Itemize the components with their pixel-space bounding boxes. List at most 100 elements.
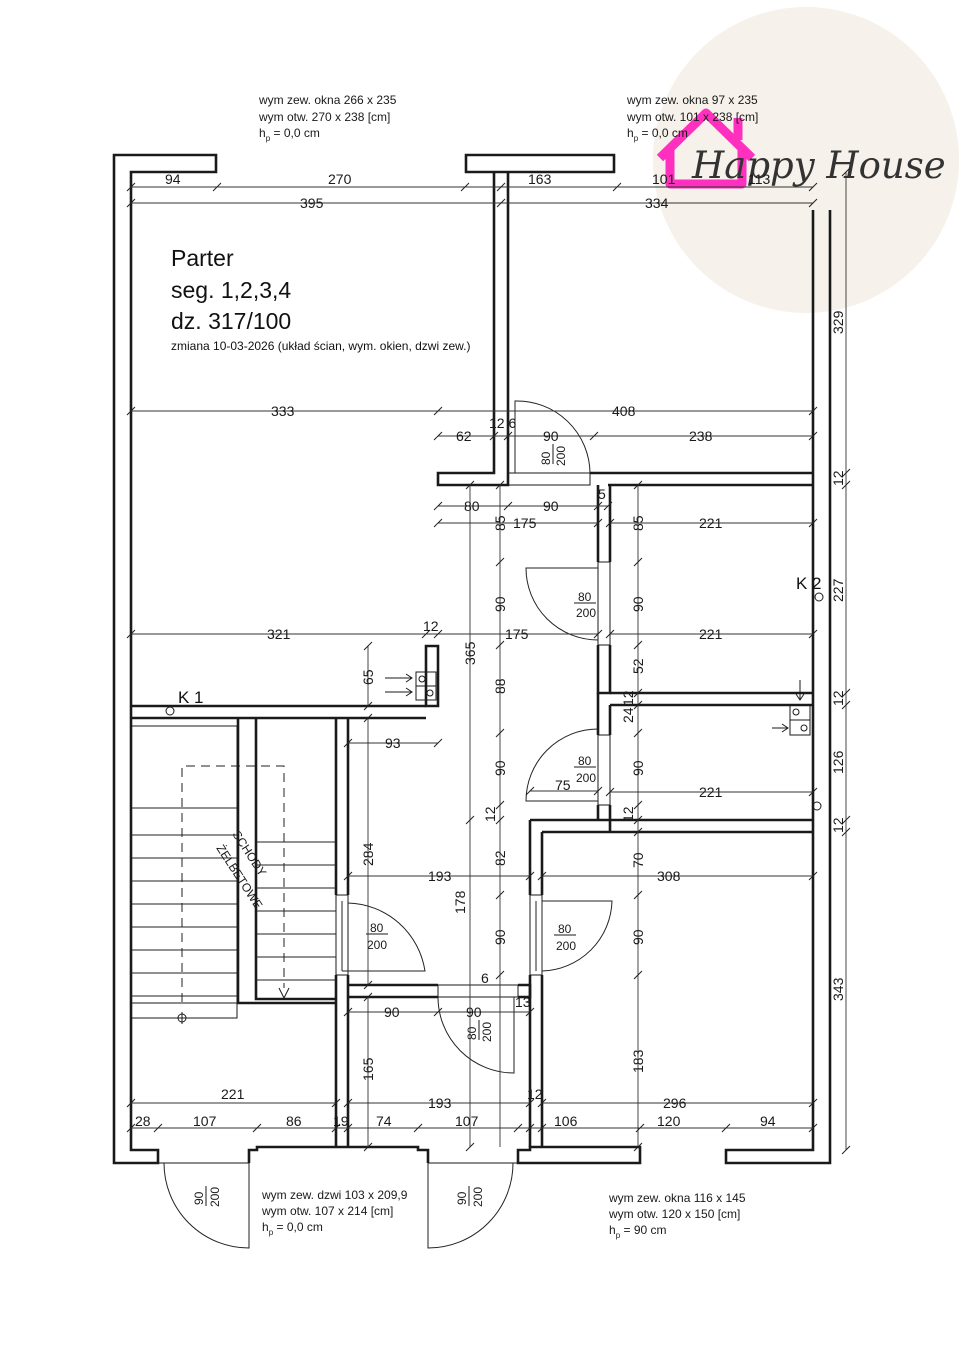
door-8-entrance: 90 200 [427, 1162, 514, 1249]
dimension-label: 178 [452, 890, 468, 914]
dimension-label: 52 [630, 658, 646, 674]
dimension-label: 395 [300, 195, 324, 211]
dimension-label: 12 [527, 1086, 543, 1102]
dimension-label: 12 [423, 618, 439, 634]
dimension-label: 200 [208, 1187, 222, 1207]
dimension-label: 200 [554, 446, 568, 466]
dimension-label: 12 [620, 690, 636, 706]
dimension-label: 238 [689, 428, 713, 444]
dimension-label: 80 [558, 922, 572, 936]
dimension-label: 165 [360, 1057, 376, 1081]
k2-marker [814, 592, 824, 602]
door-2: 80 200 [525, 561, 611, 646]
dimension-label: 296 [663, 1095, 687, 1111]
dimension-label: 12 6 [489, 415, 516, 431]
staircase: SCHODY ŻELBETOWE [130, 725, 336, 1024]
note-window-bottom: wym zew. okna 116 x 145 wym otw. 120 x 1… [608, 1191, 746, 1240]
dimension-label: 90 [630, 929, 646, 945]
dimension-label: 90 [492, 929, 508, 945]
label-k1: K 1 [178, 688, 204, 707]
dimension-label: 90 [492, 760, 508, 776]
title-line: dz. 317/100 [171, 308, 291, 334]
dimension-label: 88 [492, 678, 508, 694]
dimension-label: 163 [528, 171, 552, 187]
door-4: 80 200 [335, 894, 426, 976]
dimension-label: 200 [576, 771, 596, 785]
dimension-label: 24 [620, 707, 636, 723]
dimension-label: 85 [492, 515, 508, 531]
dimension-label: 90 [466, 1004, 482, 1020]
house-icon [656, 108, 756, 189]
dimension-label: 80 [370, 921, 384, 935]
dimension-label: 126 [830, 750, 846, 774]
dimension-label: 221 [221, 1086, 245, 1102]
dimension-label: 113 [748, 171, 771, 187]
door-7-entrance: 90 200 [163, 1162, 250, 1249]
dimension-ticks [126, 167, 851, 1155]
vent-symbol-right [772, 680, 811, 736]
dimension-label: 90 [455, 1191, 469, 1205]
dimension-label: 12 [830, 817, 846, 833]
dimension-label: 343 [830, 977, 846, 1001]
dimension-label: 221 [699, 784, 723, 800]
logo-text: Happy House [691, 144, 946, 187]
dimension-label: 12 [830, 470, 846, 486]
dimension-label: 6 [481, 970, 489, 986]
k3-marker [812, 801, 822, 811]
dimension-label: 94 [165, 171, 181, 187]
note-line: wym zew. okna 97 x 235 [626, 93, 758, 107]
dimension-label: 183 [630, 1049, 646, 1073]
dimension-label: 90 [630, 760, 646, 776]
dimension-label: 80 [578, 754, 592, 768]
note-window-top-left: wym zew. okna 266 x 235 wym otw. 270 x 2… [258, 93, 397, 143]
dimension-label: 200 [367, 938, 387, 952]
dimension-label: 200 [556, 939, 576, 953]
door-6: 80 200 [437, 984, 519, 1074]
dimension-label: 365 [462, 641, 478, 665]
note-line: wym otw. 101 x 238 [cm] [626, 110, 758, 124]
dimension-label: 90 [543, 428, 559, 444]
title-line: Parter [171, 245, 234, 271]
dimension-label: 12 [620, 806, 636, 822]
note-line: wym zew. dzwi 103 x 209,9 [261, 1188, 408, 1202]
dimension-label: 175 [513, 515, 537, 531]
dimension-label: 19 [333, 1113, 349, 1129]
dimension-label: 90 [192, 1191, 206, 1205]
plan-title: Parter seg. 1,2,3,4 dz. 317/100 zmiana 1… [171, 245, 470, 353]
dimension-label: 408 [612, 403, 636, 419]
note-door-bottom: wym zew. dzwi 103 x 209,9 wym otw. 107 x… [261, 1188, 408, 1237]
dimension-label: 334 [645, 195, 669, 211]
dimension-label: 120 [657, 1113, 681, 1129]
note-line: wym otw. 270 x 238 [cm] [258, 110, 390, 124]
dimension-label: 85 [630, 515, 646, 531]
note-line: wym otw. 107 x 214 [cm] [261, 1204, 393, 1218]
dimension-label: 101 [652, 171, 676, 187]
dimension-label: 107 [193, 1113, 217, 1129]
dimension-label: 308 [657, 868, 681, 884]
dimension-label: 270 [328, 171, 352, 187]
dimension-label: 329 [830, 310, 846, 334]
dimension-lines [131, 172, 847, 1150]
dimension-label: 221 [699, 515, 723, 531]
door-5: 80 200 [529, 894, 613, 976]
dimension-label: 5 [598, 486, 606, 502]
logo-circle [653, 7, 959, 313]
dimension-label: 106 [554, 1113, 578, 1129]
note-line: hp = 90 cm [609, 1223, 667, 1240]
dimension-label: 284 [360, 842, 376, 866]
dimension-label: 70 [630, 852, 646, 868]
dimension-label: 107 [455, 1113, 479, 1129]
happy-house-logo: Happy House [653, 7, 959, 313]
interior-walls [131, 172, 813, 1147]
door-3: 80 200 [525, 728, 611, 806]
dimension-label: 13 [515, 994, 531, 1010]
note-line: hp = 0,0 cm [259, 126, 320, 143]
dimension-label: 90 [384, 1004, 400, 1020]
dimension-label: 321 [267, 626, 291, 642]
dimension-label: 80 [578, 590, 592, 604]
dimension-label: 200 [480, 1022, 494, 1042]
dimension-labels: 94 270 163 101 113 395 334 333 408 12 6 … [135, 171, 846, 1129]
dimension-label: 94 [760, 1113, 776, 1129]
dimension-label: 65 [360, 669, 376, 685]
